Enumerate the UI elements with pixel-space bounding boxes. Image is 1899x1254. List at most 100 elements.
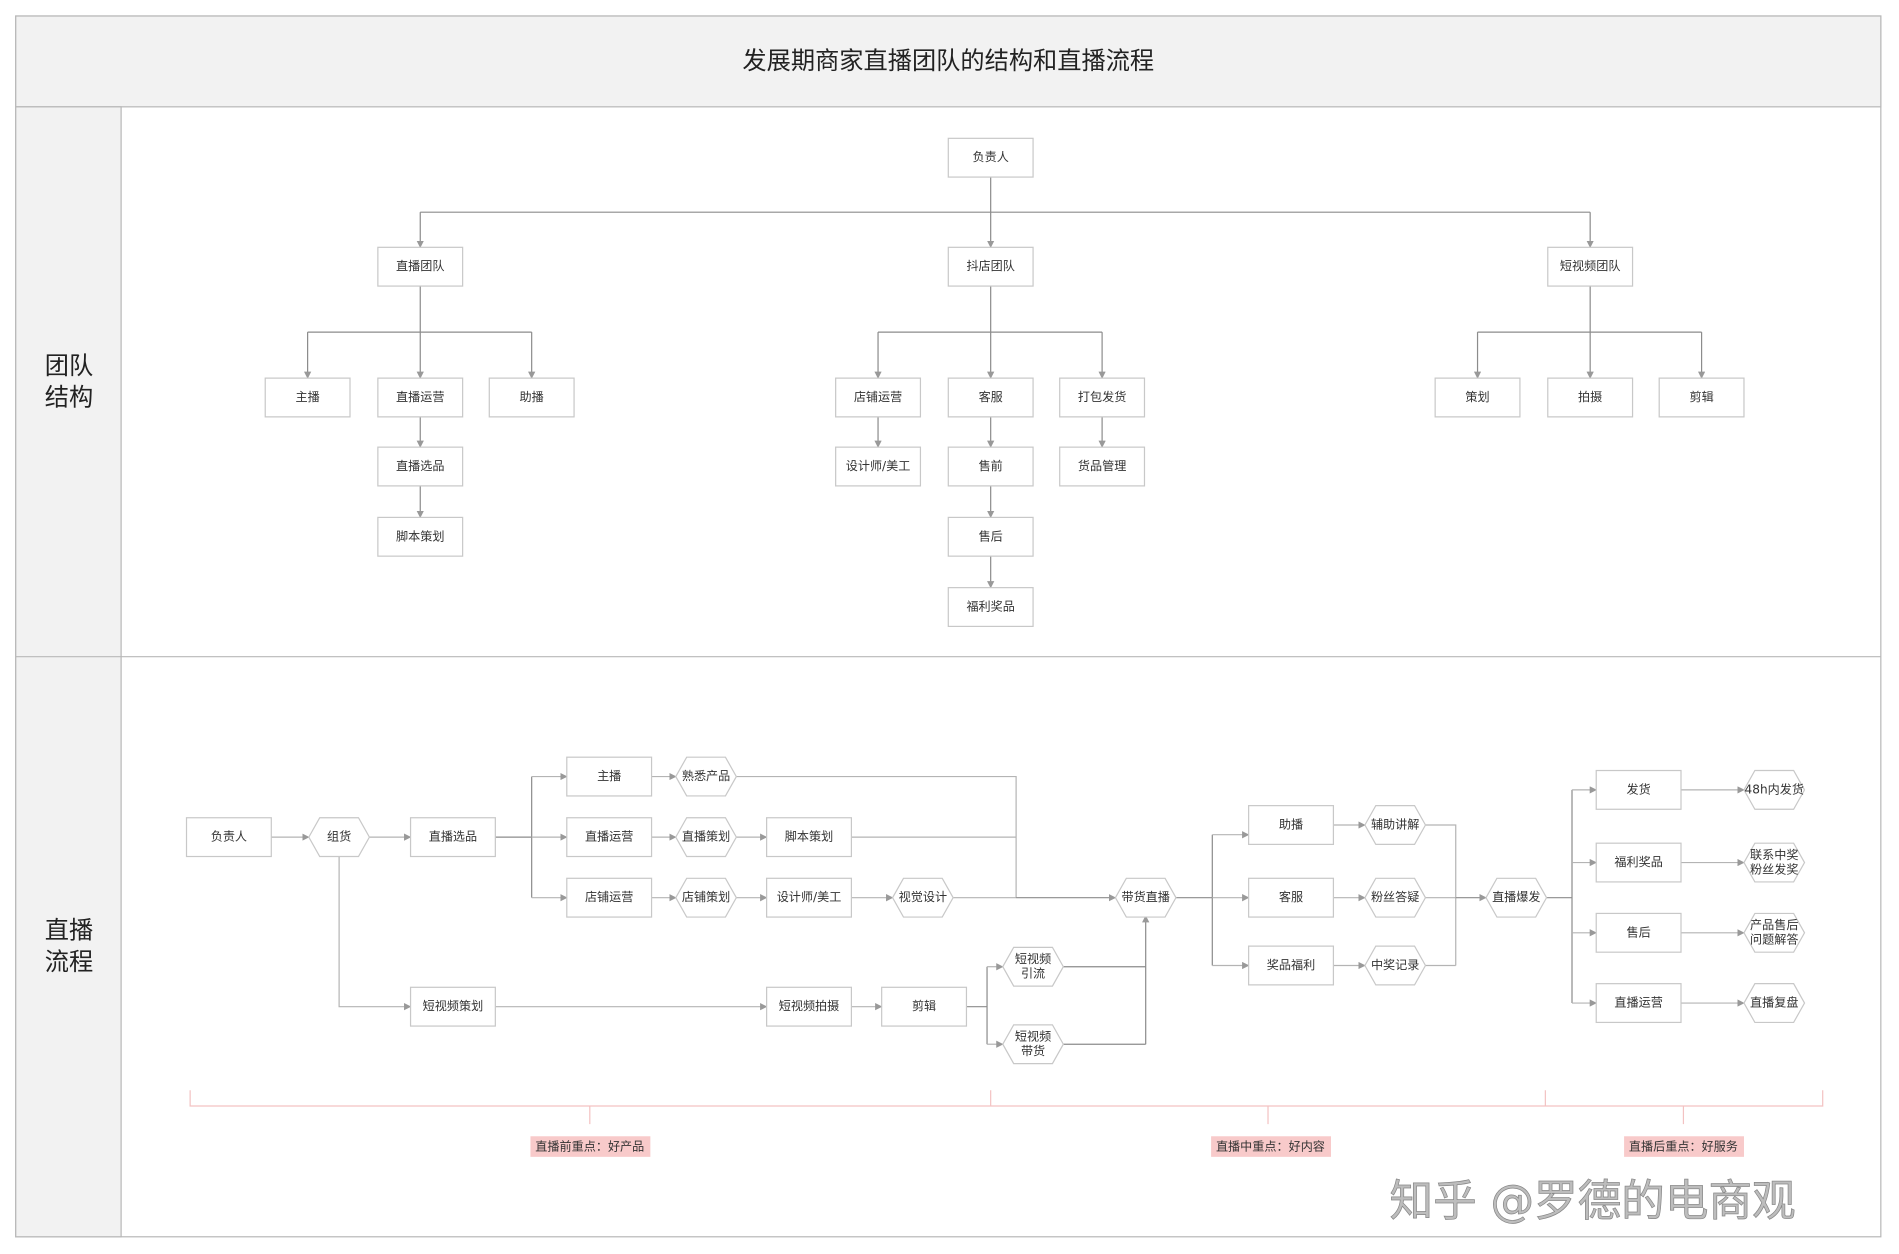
box-process-video-plan: 短视频策划 xyxy=(409,986,496,1027)
node-label: 主播 xyxy=(296,390,320,404)
connector-line xyxy=(736,775,1017,899)
connector-line xyxy=(338,855,412,1011)
node-label: 带货 xyxy=(1021,1043,1045,1058)
box-process-assistant: 助播 xyxy=(1248,805,1335,845)
row-label-team-1: 团队 xyxy=(45,352,93,380)
phase-before-badge xyxy=(530,1136,651,1157)
step-process-live-plan: 直播策划 xyxy=(675,817,738,858)
box-team-packing: 打包发货 xyxy=(1059,377,1146,418)
node-label: 熟悉产品 xyxy=(682,768,730,783)
connector-line xyxy=(420,177,1591,213)
node-label: 抖店团队 xyxy=(966,258,1014,273)
node-label: 店铺运营 xyxy=(854,390,902,404)
step-process-visual: 视觉设计 xyxy=(891,877,954,918)
step-process-assist-explain: 辅助讲解 xyxy=(1364,805,1427,845)
step-process-live-burst: 直播爆发 xyxy=(1485,877,1548,918)
box-process-cs: 客服 xyxy=(1248,877,1335,918)
box-team-editing: 剪辑 xyxy=(1658,377,1745,418)
node-label: 助播 xyxy=(1279,818,1303,832)
box-team-head: 负责人 xyxy=(947,137,1034,178)
connector-line xyxy=(1063,966,1146,1045)
box-process-shop-ops: 店铺运营 xyxy=(566,877,653,918)
box-process-live-ops2: 直播运营 xyxy=(1595,983,1682,1024)
node-label: 设计师/美工 xyxy=(846,459,911,473)
node-label: 售前 xyxy=(979,458,1003,473)
node-label: 48h内发货 xyxy=(1745,781,1804,796)
step-process-win-record: 中奖记录 xyxy=(1364,945,1427,986)
node-label: 脚本策划 xyxy=(785,829,833,844)
node-label: 主播 xyxy=(597,769,621,783)
box-team-presale: 售前 xyxy=(947,446,1034,487)
phase-during-badge xyxy=(1211,1136,1331,1157)
node-label: 拍摄 xyxy=(1578,389,1602,404)
box-process-live-ops: 直播运营 xyxy=(566,817,653,858)
node-label: 售后 xyxy=(979,528,1003,543)
node-label: 短视频拍摄 xyxy=(779,998,840,1013)
watermark: 知乎 @罗德的电商观 xyxy=(1390,1177,1796,1227)
node-label: 带货直播 xyxy=(1121,889,1169,904)
node-label: 脚本策划 xyxy=(396,528,444,543)
node-label: 剪辑 xyxy=(1689,389,1713,404)
step-process-live-review: 直播复盘 xyxy=(1743,983,1806,1024)
box-team-live-ops: 直播运营 xyxy=(377,377,464,418)
phase-bracket: 直播前重点：好产品 直播中重点：好内容 直播后重点：好服务 xyxy=(189,1090,1824,1157)
box-process-video-shoot: 短视频拍摄 xyxy=(766,986,853,1027)
node-label: 策划 xyxy=(1465,390,1489,404)
title-band xyxy=(15,15,1882,108)
node-label: 助播 xyxy=(520,390,544,404)
node-label: 店铺运营 xyxy=(585,890,633,904)
box-process-shipping: 发货 xyxy=(1595,769,1682,810)
node-label: 短视频 xyxy=(1015,951,1051,966)
node-label: 打包发货 xyxy=(1078,389,1126,404)
node-label: 售后 xyxy=(1627,924,1651,939)
box-process-anchor: 主播 xyxy=(566,756,653,797)
node-label: 奖品福利 xyxy=(1267,957,1315,972)
box-team-prizes: 福利奖品 xyxy=(947,587,1034,627)
node-label: 短视频 xyxy=(1015,1028,1051,1043)
step-process-shop-plan: 店铺策划 xyxy=(675,877,738,918)
node-label: 剪辑 xyxy=(912,998,936,1013)
node-label: 直播爆发 xyxy=(1492,889,1540,904)
step-process-ship-48h: 48h内发货 xyxy=(1743,769,1806,810)
box-team-anchor: 主播 xyxy=(264,377,351,418)
box-team-shop-team: 抖店团队 xyxy=(947,246,1034,287)
row-label-team-2: 结构 xyxy=(45,384,93,412)
node-label: 福利奖品 xyxy=(966,599,1014,614)
box-team-aftersale: 售后 xyxy=(947,516,1034,557)
box-team-shop-ops: 店铺运营 xyxy=(835,377,922,418)
connector-line xyxy=(1175,834,1213,966)
node-label: 中奖记录 xyxy=(1371,957,1419,972)
phase-before-label: 直播前重点：好产品 xyxy=(535,1139,644,1154)
node-label: 直播复盘 xyxy=(1750,995,1798,1010)
box-process-designer: 设计师/美工 xyxy=(766,877,853,918)
box-team-inventory: 货品管理 xyxy=(1059,446,1146,487)
node-label: 客服 xyxy=(979,389,1003,404)
connectors xyxy=(271,177,1745,1048)
node-label: 发货 xyxy=(1627,781,1651,796)
node-label: 问题解答 xyxy=(1750,932,1798,947)
box-process-editing: 剪辑 xyxy=(881,986,968,1027)
node-label: 直播运营 xyxy=(396,390,444,404)
box-team-live-team: 直播团队 xyxy=(377,246,464,287)
row-label-process-1: 直播 xyxy=(45,917,93,945)
box-team-video-team: 短视频团队 xyxy=(1547,246,1634,287)
page-title: 发展期商家直播团队的结构和直播流程 xyxy=(742,47,1154,75)
connector-line xyxy=(1546,789,1573,1004)
node-label: 客服 xyxy=(1279,889,1303,904)
node-label: 引流 xyxy=(1021,966,1045,980)
row-label-column xyxy=(15,106,122,1238)
node-label: 粉丝答疑 xyxy=(1371,889,1419,904)
node-label: 粉丝发奖 xyxy=(1750,861,1798,876)
node-label: 负责人 xyxy=(211,830,247,844)
nodes: 负责人直播团队抖店团队短视频团队主播直播运营助播直播选品脚本策划店铺运营设计师/… xyxy=(185,137,1806,1065)
node-label: 设计师/美工 xyxy=(777,890,842,904)
node-label: 店铺策划 xyxy=(682,890,730,904)
node-label: 短视频策划 xyxy=(423,998,484,1013)
box-team-planning: 策划 xyxy=(1434,377,1521,418)
connector-line xyxy=(1425,824,1457,967)
